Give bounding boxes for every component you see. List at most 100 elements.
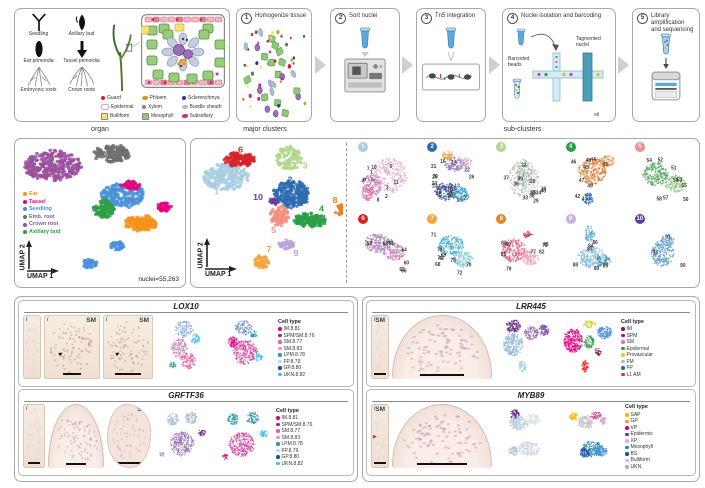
- legend-label: L1 AM: [626, 371, 641, 378]
- step-title: Sort nuclei: [349, 13, 378, 19]
- legend-label: Epidermal: [626, 345, 650, 352]
- down-arrow-icon: [663, 58, 669, 69]
- insitu-speckle-svg: [374, 324, 386, 374]
- legend-label: SPM/SM.8.76: [281, 421, 313, 428]
- legend-swatch: [625, 426, 629, 430]
- svg-text:33: 33: [523, 195, 529, 201]
- legend-swatch: [142, 104, 146, 109]
- image-i-label: i: [26, 317, 28, 323]
- svg-text:47: 47: [579, 178, 585, 184]
- svg-text:2: 2: [288, 175, 293, 185]
- svg-text:19: 19: [452, 160, 458, 166]
- crown-roots-label: Crown roots: [68, 87, 95, 93]
- legend-label: SM.8.83: [281, 434, 301, 441]
- embryonic-roots-label: Embryonic roots: [20, 87, 57, 93]
- svg-text:38: 38: [530, 194, 536, 200]
- legend-item: Sclerenchmya: [182, 95, 227, 101]
- insitu-speckle-svg: [57, 419, 98, 461]
- svg-text:20: 20: [433, 174, 439, 180]
- image-region-label: IM: [480, 406, 488, 413]
- svg-text:5: 5: [371, 177, 374, 183]
- svg-text:54: 54: [646, 158, 652, 164]
- legend-item: FP.8.79: [276, 448, 348, 454]
- gene-umap-scatter-svg: [227, 319, 263, 366]
- legend-item: SM.8.77: [278, 339, 350, 345]
- sub-cluster-badge: 9: [565, 214, 576, 224]
- svg-text:1: 1: [370, 169, 373, 175]
- legend-item: GP.8.80: [276, 454, 348, 460]
- legend-swatch: [625, 465, 629, 469]
- image-i-label: i: [374, 317, 376, 323]
- svg-text:66: 66: [401, 268, 407, 274]
- library-tube-icon: [661, 33, 671, 55]
- dashed-divider: [346, 143, 347, 283]
- legend-item: GP: [625, 418, 691, 424]
- insitu-speckle-svg: [27, 407, 41, 465]
- svg-text:46: 46: [570, 159, 576, 165]
- step-title: Nuclei isolation and barcoding: [521, 13, 602, 19]
- ear-primordia-icon: [34, 40, 43, 57]
- legend-swatch: [23, 199, 27, 204]
- legend-swatch: [621, 340, 625, 344]
- seedling-icon: [31, 13, 46, 31]
- legend-item: SPM/SM.8.76: [276, 422, 348, 428]
- sub-cluster-badge: 6: [358, 214, 368, 224]
- sub-cluster-badge: 1: [358, 142, 368, 152]
- legend-swatch: [276, 461, 280, 466]
- svg-text:45: 45: [602, 162, 608, 168]
- legend-swatch: [182, 95, 187, 100]
- image-region-label: SM: [139, 317, 149, 324]
- legend-item: VP: [625, 425, 691, 431]
- legend-item: Axillary bud: [23, 229, 60, 236]
- svg-text:44: 44: [590, 157, 596, 163]
- legend-swatch: [278, 372, 282, 377]
- image-region-label: IM: [92, 406, 100, 413]
- legend-item: SM.8.83: [276, 435, 348, 441]
- sub-cluster-badge: 8: [496, 214, 507, 224]
- legend-label: LPM.8.78: [283, 352, 305, 358]
- legend-swatch: [23, 215, 27, 220]
- svg-text:10: 10: [253, 192, 263, 202]
- insitu-speckle-svg: [50, 323, 93, 374]
- image-i-label: i: [395, 317, 397, 323]
- gene-umap: [154, 404, 210, 468]
- svg-text:41: 41: [581, 197, 587, 203]
- svg-text:37: 37: [504, 175, 510, 181]
- image-i-label: i: [374, 406, 376, 412]
- image-region-label: SM: [86, 317, 96, 324]
- nuclei-count: nuclei=55,263: [138, 276, 179, 283]
- legend-item: XP: [625, 438, 691, 444]
- legend-label: SM.8.77: [281, 428, 301, 434]
- legend-label: Tassel: [29, 198, 46, 205]
- legend-swatch: [278, 333, 282, 338]
- legend-label: FP: [626, 365, 633, 371]
- svg-text:32: 32: [522, 162, 528, 168]
- oil-label: oil: [593, 111, 599, 118]
- svg-text:28: 28: [530, 179, 536, 185]
- svg-text:7: 7: [267, 244, 272, 254]
- gene-umap: [558, 315, 618, 379]
- svg-text:25: 25: [432, 174, 438, 180]
- barcoding-body: Tagmented nuclei Barcoded beads oil: [505, 27, 613, 119]
- svg-text:52: 52: [657, 157, 663, 163]
- svg-text:61: 61: [389, 241, 395, 247]
- svg-text:51: 51: [671, 166, 677, 172]
- workflow-step-1: 1 Homogenize tissue: [236, 8, 312, 122]
- legend-item: SM.8.83: [278, 346, 350, 352]
- legend-swatch: [23, 230, 27, 235]
- workflow-step-4: 4 Nuclei isolation and barcoding: [502, 8, 616, 122]
- svg-text:50: 50: [683, 197, 689, 203]
- tassel-primordia-icon: [76, 40, 87, 58]
- gene-umap-scatter-svg: [159, 411, 207, 457]
- sequencing-body: [635, 33, 697, 119]
